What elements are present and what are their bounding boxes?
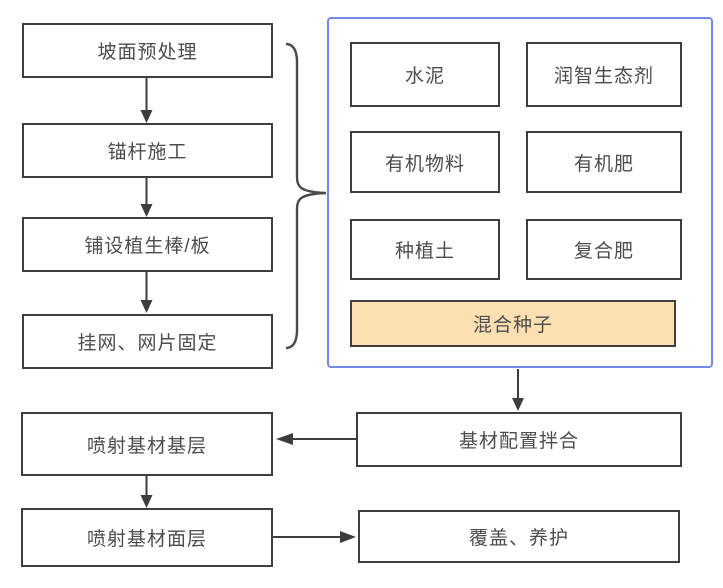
arrow-mixing-to-spray-base xyxy=(276,433,356,445)
flow-step-slope-pretreatment: 坡面预处理 xyxy=(22,23,273,78)
step-spray-surface-layer: 喷射基材面层 xyxy=(21,508,273,567)
step-cover-maintenance: 覆盖、养护 xyxy=(358,510,680,563)
material-organic-material: 有机物料 xyxy=(350,131,500,193)
material-planting-soil: 种植土 xyxy=(350,219,500,280)
grouping-brace-icon xyxy=(285,42,327,350)
material-organic-fertilizer: 有机肥 xyxy=(526,131,682,193)
arrow-step2-to-step3 xyxy=(140,178,153,217)
arrow-surface-to-cover xyxy=(273,531,356,543)
material-compound-fertilizer: 复合肥 xyxy=(526,219,682,280)
step-substrate-mixing: 基材配置拌合 xyxy=(356,412,682,467)
material-mixed-seeds: 混合种子 xyxy=(350,300,676,347)
material-runzhi-eco-agent: 润智生态剂 xyxy=(526,42,682,107)
arrow-step1-to-step2 xyxy=(140,78,153,123)
arrow-materials-to-mixing xyxy=(512,369,524,411)
arrow-spray-base-to-surface xyxy=(140,476,153,508)
flow-step-vegetation-rod-board: 铺设植生棒/板 xyxy=(22,217,273,272)
flow-step-net-fixing: 挂网、网片固定 xyxy=(22,314,273,369)
arrow-step3-to-step4 xyxy=(140,272,153,313)
material-cement: 水泥 xyxy=(350,42,500,107)
step-spray-base-layer: 喷射基材基层 xyxy=(21,412,273,476)
flow-step-anchor-construction: 锚杆施工 xyxy=(22,123,273,178)
